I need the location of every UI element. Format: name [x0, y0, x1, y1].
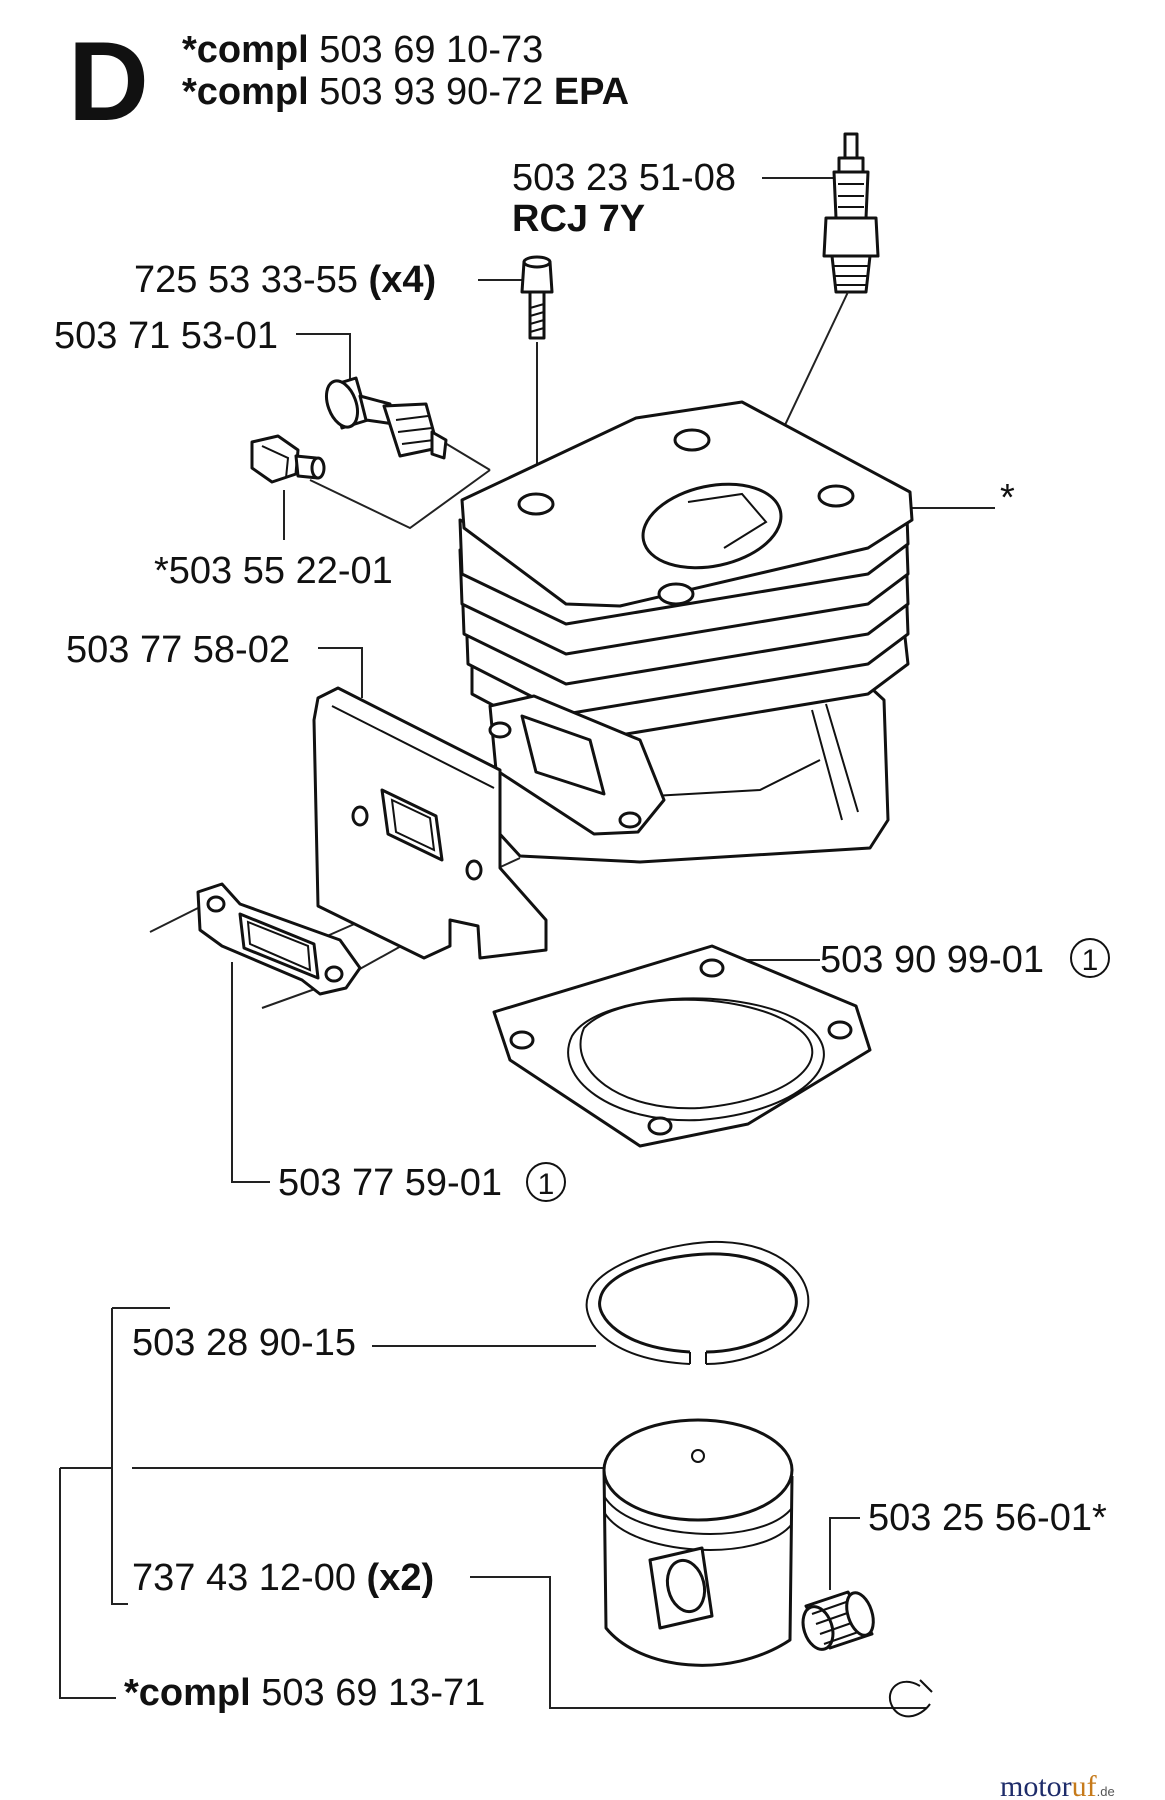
- note-circle-muffler-gasket: 1: [526, 1162, 566, 1202]
- cylinder-gasket: [492, 944, 872, 1148]
- piston: [602, 1418, 794, 1667]
- label-piston-ring: 503 28 90-15: [132, 1322, 356, 1364]
- label-circlip: 737 43 12-00 (x2): [132, 1557, 434, 1599]
- note-circle-cylinder-gasket: 1: [1070, 938, 1110, 978]
- heat-shield: [312, 686, 548, 960]
- label-spark-plug-type: RCJ 7Y: [512, 198, 645, 240]
- cylinder: [458, 400, 914, 864]
- label-cylinder: *: [1000, 477, 1015, 519]
- svg-text:1: 1: [1082, 944, 1099, 977]
- header-compl-line-2: *compl 503 93 90-72 EPA: [182, 71, 629, 113]
- label-heat-shield: 503 77 58-02: [66, 629, 290, 671]
- header-compl-line-1: *compl 503 69 10-73: [182, 29, 543, 71]
- label-decomp-valve: 503 71 53-01: [54, 315, 278, 357]
- needle-bearing: [801, 1590, 875, 1651]
- label-spark-plug: 503 23 51-08: [512, 157, 736, 199]
- label-muffler-gasket: 503 77 59-01: [278, 1162, 502, 1204]
- spark-plug: [739, 132, 880, 521]
- cylinder-screw: [520, 255, 554, 492]
- piston-ring: [585, 1240, 810, 1365]
- watermark-logo: motoruf.de: [1000, 1770, 1115, 1800]
- label-piston-kit: *compl 503 69 13-71: [124, 1672, 485, 1714]
- muffler-gasket: [196, 882, 362, 996]
- circlip: [889, 1679, 933, 1718]
- decompression-valve: [324, 376, 448, 460]
- svg-text:1: 1: [538, 1168, 555, 1201]
- section-letter: D: [68, 19, 149, 144]
- label-cylinder-gasket: 503 90 99-01: [820, 939, 1044, 981]
- label-screw: 725 53 33-55 (x4): [134, 259, 436, 301]
- label-needle-bearing: 503 25 56-01*: [868, 1497, 1107, 1539]
- plug-screw: [250, 434, 326, 484]
- label-plug-screw: *503 55 22-01: [154, 550, 393, 592]
